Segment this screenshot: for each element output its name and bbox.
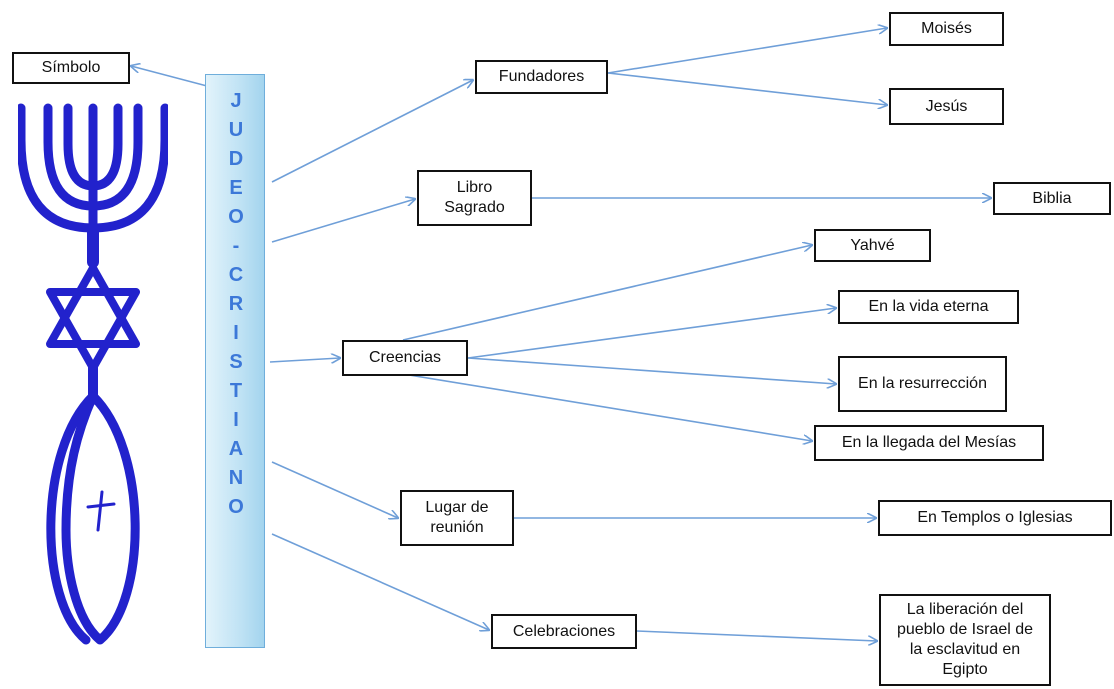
node-simbolo: Símbolo: [12, 52, 130, 84]
center-letter: D: [228, 148, 244, 170]
node-lugar-reunion: Lugar de reunión: [400, 490, 514, 546]
messianic-seal-icon: [18, 103, 168, 645]
center-letter: R: [228, 293, 244, 315]
arrow-to-liberacion: [636, 630, 877, 641]
node-liberacion: La liberación del pueblo de Israel de la…: [879, 594, 1051, 686]
center-letter: C: [228, 264, 244, 286]
node-creencias: Creencias: [342, 340, 468, 376]
node-celebraciones: Celebraciones: [491, 614, 637, 649]
arrow-to-mesias: [402, 373, 812, 441]
center-letter: A: [228, 438, 244, 460]
central-label-bar: J U D E O - C R I S T I A N O: [205, 74, 265, 648]
node-fundadores: Fundadores: [475, 60, 608, 94]
center-letter: I: [233, 409, 239, 431]
node-vida-eterna: En la vida eterna: [838, 290, 1019, 324]
arrow-to-moises: [607, 28, 887, 74]
arrow-to-fundadores: [271, 80, 473, 183]
center-letter: -: [232, 235, 240, 257]
center-letter: U: [228, 119, 244, 141]
node-biblia: Biblia: [993, 182, 1111, 215]
node-moises: Moisés: [889, 12, 1004, 46]
center-letter: O: [228, 206, 244, 228]
arrow-to-lugar-reunion: [271, 461, 398, 518]
node-yahve: Yahvé: [814, 229, 931, 262]
arrow-to-jesus: [607, 72, 887, 105]
node-jesus: Jesús: [889, 88, 1004, 125]
node-resurreccion: En la resurrección: [838, 356, 1007, 412]
arrow-to-libro-sagrado: [271, 199, 415, 243]
node-libro-sagrado: Libro Sagrado: [417, 170, 532, 226]
center-letter: S: [229, 351, 243, 373]
node-templos: En Templos o Iglesias: [878, 500, 1112, 536]
center-letter: T: [229, 380, 243, 402]
center-letter: I: [233, 322, 239, 344]
arrow-to-vida-eterna: [467, 308, 836, 359]
arrow-to-celebraciones: [271, 533, 489, 630]
arrow-to-simbolo: [131, 66, 208, 87]
arrow-to-creencias: [269, 358, 340, 362]
arrow-to-resurreccion: [467, 357, 836, 384]
node-mesias: En la llegada del Mesías: [814, 425, 1044, 461]
center-letter: O: [228, 496, 244, 518]
center-letter: E: [229, 177, 243, 199]
center-letter: N: [228, 467, 244, 489]
arrow-to-yahve: [402, 245, 812, 341]
center-letter: J: [230, 90, 242, 112]
